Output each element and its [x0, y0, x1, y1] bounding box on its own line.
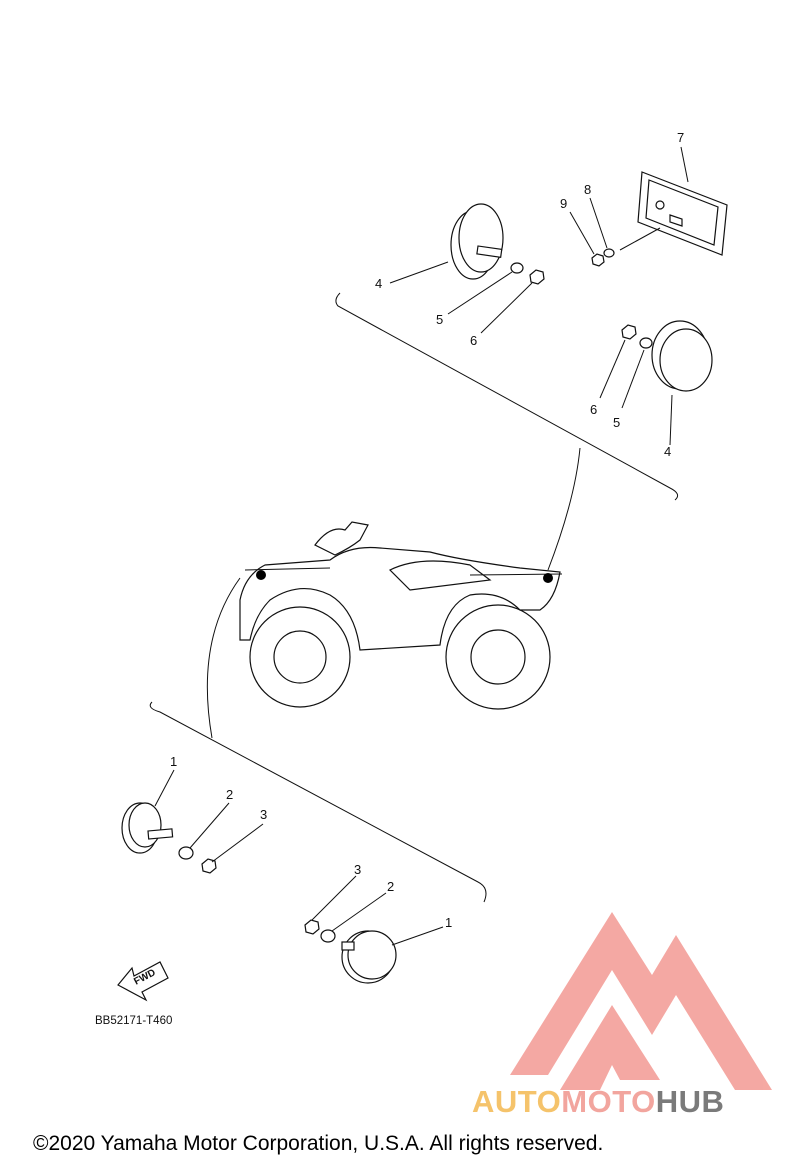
reflector-part-4-left [389, 203, 504, 284]
callout-4-right: 4 [664, 444, 671, 459]
reflector-part-1-right [341, 926, 444, 984]
callout-6-left: 6 [470, 333, 477, 348]
nut-part-9 [569, 211, 605, 267]
washer-part-2-left [178, 802, 230, 860]
front-bracket-group [149, 577, 487, 903]
rear-leader-curve [547, 447, 581, 571]
nut-part-3-right [304, 875, 357, 935]
callout-3-left: 3 [260, 807, 267, 822]
callout-8: 8 [584, 182, 591, 197]
reflector-part-1-left [121, 769, 175, 854]
callout-6-right: 6 [590, 402, 597, 417]
callout-1-right: 1 [445, 915, 452, 930]
rear-bracket-line [335, 292, 679, 501]
fwd-arrow-icon: FWD [117, 961, 169, 1002]
washer-part-8 [589, 197, 615, 258]
nut-part-6-left [480, 269, 545, 334]
copyright-text: ©2020 Yamaha Motor Corporation, U.S.A. A… [33, 1132, 603, 1155]
watermark-hub: HUB [656, 1084, 725, 1119]
callout-3-right: 3 [354, 862, 361, 877]
rear-mount-dot [543, 573, 553, 583]
washer-part-5-right [621, 337, 653, 409]
watermark-auto: AUTO [472, 1084, 561, 1119]
callout-4-left: 4 [375, 276, 382, 291]
callout-2-left: 2 [226, 787, 233, 802]
reflector-part-4-right [651, 320, 713, 446]
rear-bracket-group [335, 292, 679, 571]
washer-part-5-left [447, 262, 524, 315]
front-mount-dot [256, 570, 266, 580]
watermark-moto: MOTO [561, 1084, 655, 1119]
callout-5-right: 5 [613, 415, 620, 430]
nut-part-3-left [201, 823, 264, 874]
diagram-code: BB52171-T460 [95, 1015, 172, 1027]
front-bracket-line [149, 701, 487, 903]
callout-9: 9 [560, 196, 567, 211]
callout-5-left: 5 [436, 312, 443, 327]
callout-7: 7 [677, 130, 684, 145]
front-leader-curve [206, 577, 241, 739]
watermark-text: AUTOMOTOHUB [472, 1084, 724, 1119]
callout-2-right: 2 [387, 879, 394, 894]
washer-part-2-right [320, 892, 387, 943]
atv-outline [239, 521, 563, 710]
callout-1-left: 1 [170, 754, 177, 769]
nut-part-6-right [599, 324, 637, 399]
license-light-part-7 [619, 146, 728, 256]
automotohub-logo [510, 912, 772, 1090]
